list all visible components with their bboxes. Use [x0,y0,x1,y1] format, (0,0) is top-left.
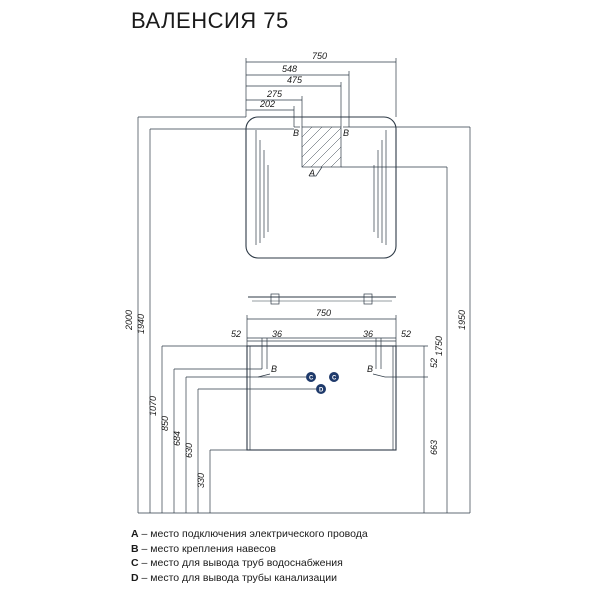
cabinet: B B C C D [246,338,397,451]
legend-item: C – место для вывода труб водоснабжения [131,556,368,571]
legend-item: A – место подключения электрического про… [131,527,368,542]
height-dim-1750: 1750 [434,336,444,356]
right-dim-52: 52 [429,358,439,368]
water-outlet-label-right: C [332,376,337,382]
mirror-dim-202: 202 [259,99,275,109]
mirror-mount-label-right: B [343,128,349,138]
legend-key: C [131,557,139,569]
cabinet-dim-36-right: 36 [363,329,373,339]
cabinet-mount-label-right: B [367,364,373,374]
water-outlet-marker-left [306,372,316,382]
cabinet-dim-36-left: 36 [272,329,282,339]
cabinet-width-dim: 750 [316,308,331,318]
height-dim-684: 684 [172,431,182,446]
left-height-dimensions: 2000 1940 1070 850 684 630 330 [124,116,316,513]
height-dim-330: 330 [196,473,206,488]
height-dim-850: 850 [160,416,170,431]
mirror-dim-548: 548 [282,64,297,74]
height-dim-630: 630 [184,443,194,458]
cabinet-outline [246,345,397,451]
height-dim-1940: 1940 [136,314,146,334]
glass-shelf [248,293,396,305]
mirror-dim-475: 475 [287,75,303,85]
cabinet-mount-label-left: B [271,364,277,374]
water-outlet-marker-right [329,372,339,382]
height-dim-663: 663 [429,440,439,455]
legend-key: D [131,571,139,584]
mirror: A B B [245,116,397,259]
dimension-drawing: A B B 750 548 475 275 202 [124,51,471,514]
cabinet-dim-52-left: 52 [231,329,241,339]
mirror-mount-label-left: B [293,128,299,138]
water-outlet-label-left: C [309,376,314,382]
mirror-outline [245,116,397,259]
legend-item: B – место крепления навесов [131,542,368,557]
cabinet-top-dimensions: 750 52 36 36 52 [231,308,411,341]
shelf-bracket-right [363,293,373,305]
height-dim-2000: 2000 [124,310,134,331]
mirror-width-dim: 750 [312,51,327,61]
socket-hatch [301,126,342,168]
height-dim-1950: 1950 [457,310,467,330]
right-height-dimensions: 1950 1750 52 663 [341,126,471,513]
legend-text: – место подключения электрического прово… [138,528,368,540]
socket-label: A [308,168,315,178]
mirror-dim-275: 275 [266,89,283,99]
product-title: ВАЛЕНСИЯ 75 [131,8,289,33]
legend-text: – место для вывода труб водоснабжения [138,557,343,569]
socket-leader [309,166,323,177]
legend-text: – место для вывода трубы канализации [138,571,338,584]
drain-outlet-marker [316,384,326,394]
shelf-bracket-left [270,293,280,305]
cabinet-dim-52-right: 52 [401,329,411,339]
height-dim-1070: 1070 [148,396,158,416]
drain-outlet-label: D [319,388,324,394]
legend-text: – место крепления навесов [138,542,276,555]
mirror-top-dimensions: 750 548 475 275 202 [245,51,397,127]
legend-key: B [131,542,139,555]
legend: A – место подключения электрического про… [131,527,368,585]
legend-item: D – место для вывода трубы канализации [131,571,368,586]
legend-key: A [131,528,139,540]
